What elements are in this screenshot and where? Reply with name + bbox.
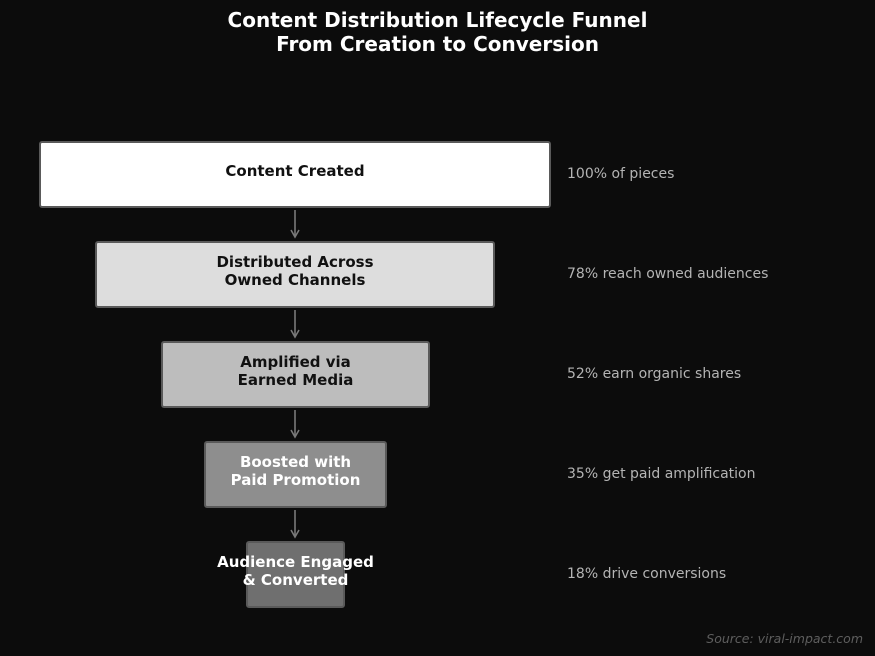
stage-note-created: 100% of pieces — [567, 166, 675, 182]
funnel-stage-converted: Audience Engaged & Converted — [217, 541, 374, 608]
funnel-stage-owned-channels: Distributed Across Owned Channels — [95, 241, 495, 308]
chart-title: Content Distribution Lifecycle Funnel Fr… — [0, 8, 875, 56]
funnel-stage-content-created: Content Created — [39, 141, 551, 208]
source-caption: Source: viral-impact.com — [706, 631, 863, 646]
stage-note-owned: 78% reach owned audiences — [567, 266, 769, 282]
title-line-1: Content Distribution Lifecycle Funnel — [227, 8, 648, 32]
stage-label: Audience Engaged & Converted — [217, 552, 374, 589]
funnel-stage-earned-media: Amplified via Earned Media — [161, 341, 430, 408]
stage-label: Boosted with Paid Promotion — [230, 452, 361, 489]
stage-label: Distributed Across Owned Channels — [216, 252, 374, 289]
arrow-down-icon — [290, 410, 300, 439]
stage-note-earned: 52% earn organic shares — [567, 366, 742, 382]
stage-note-converted: 18% drive conversions — [567, 566, 727, 582]
arrow-down-icon — [290, 210, 300, 239]
arrow-down-icon — [290, 510, 300, 539]
stage-label: Amplified via Earned Media — [237, 352, 354, 389]
arrow-down-icon — [290, 310, 300, 339]
stage-note-paid: 35% get paid amplification — [567, 466, 756, 482]
funnel-stage-paid-promotion: Boosted with Paid Promotion — [204, 441, 387, 508]
title-line-2: From Creation to Conversion — [276, 32, 599, 56]
stage-label: Content Created — [225, 161, 365, 180]
